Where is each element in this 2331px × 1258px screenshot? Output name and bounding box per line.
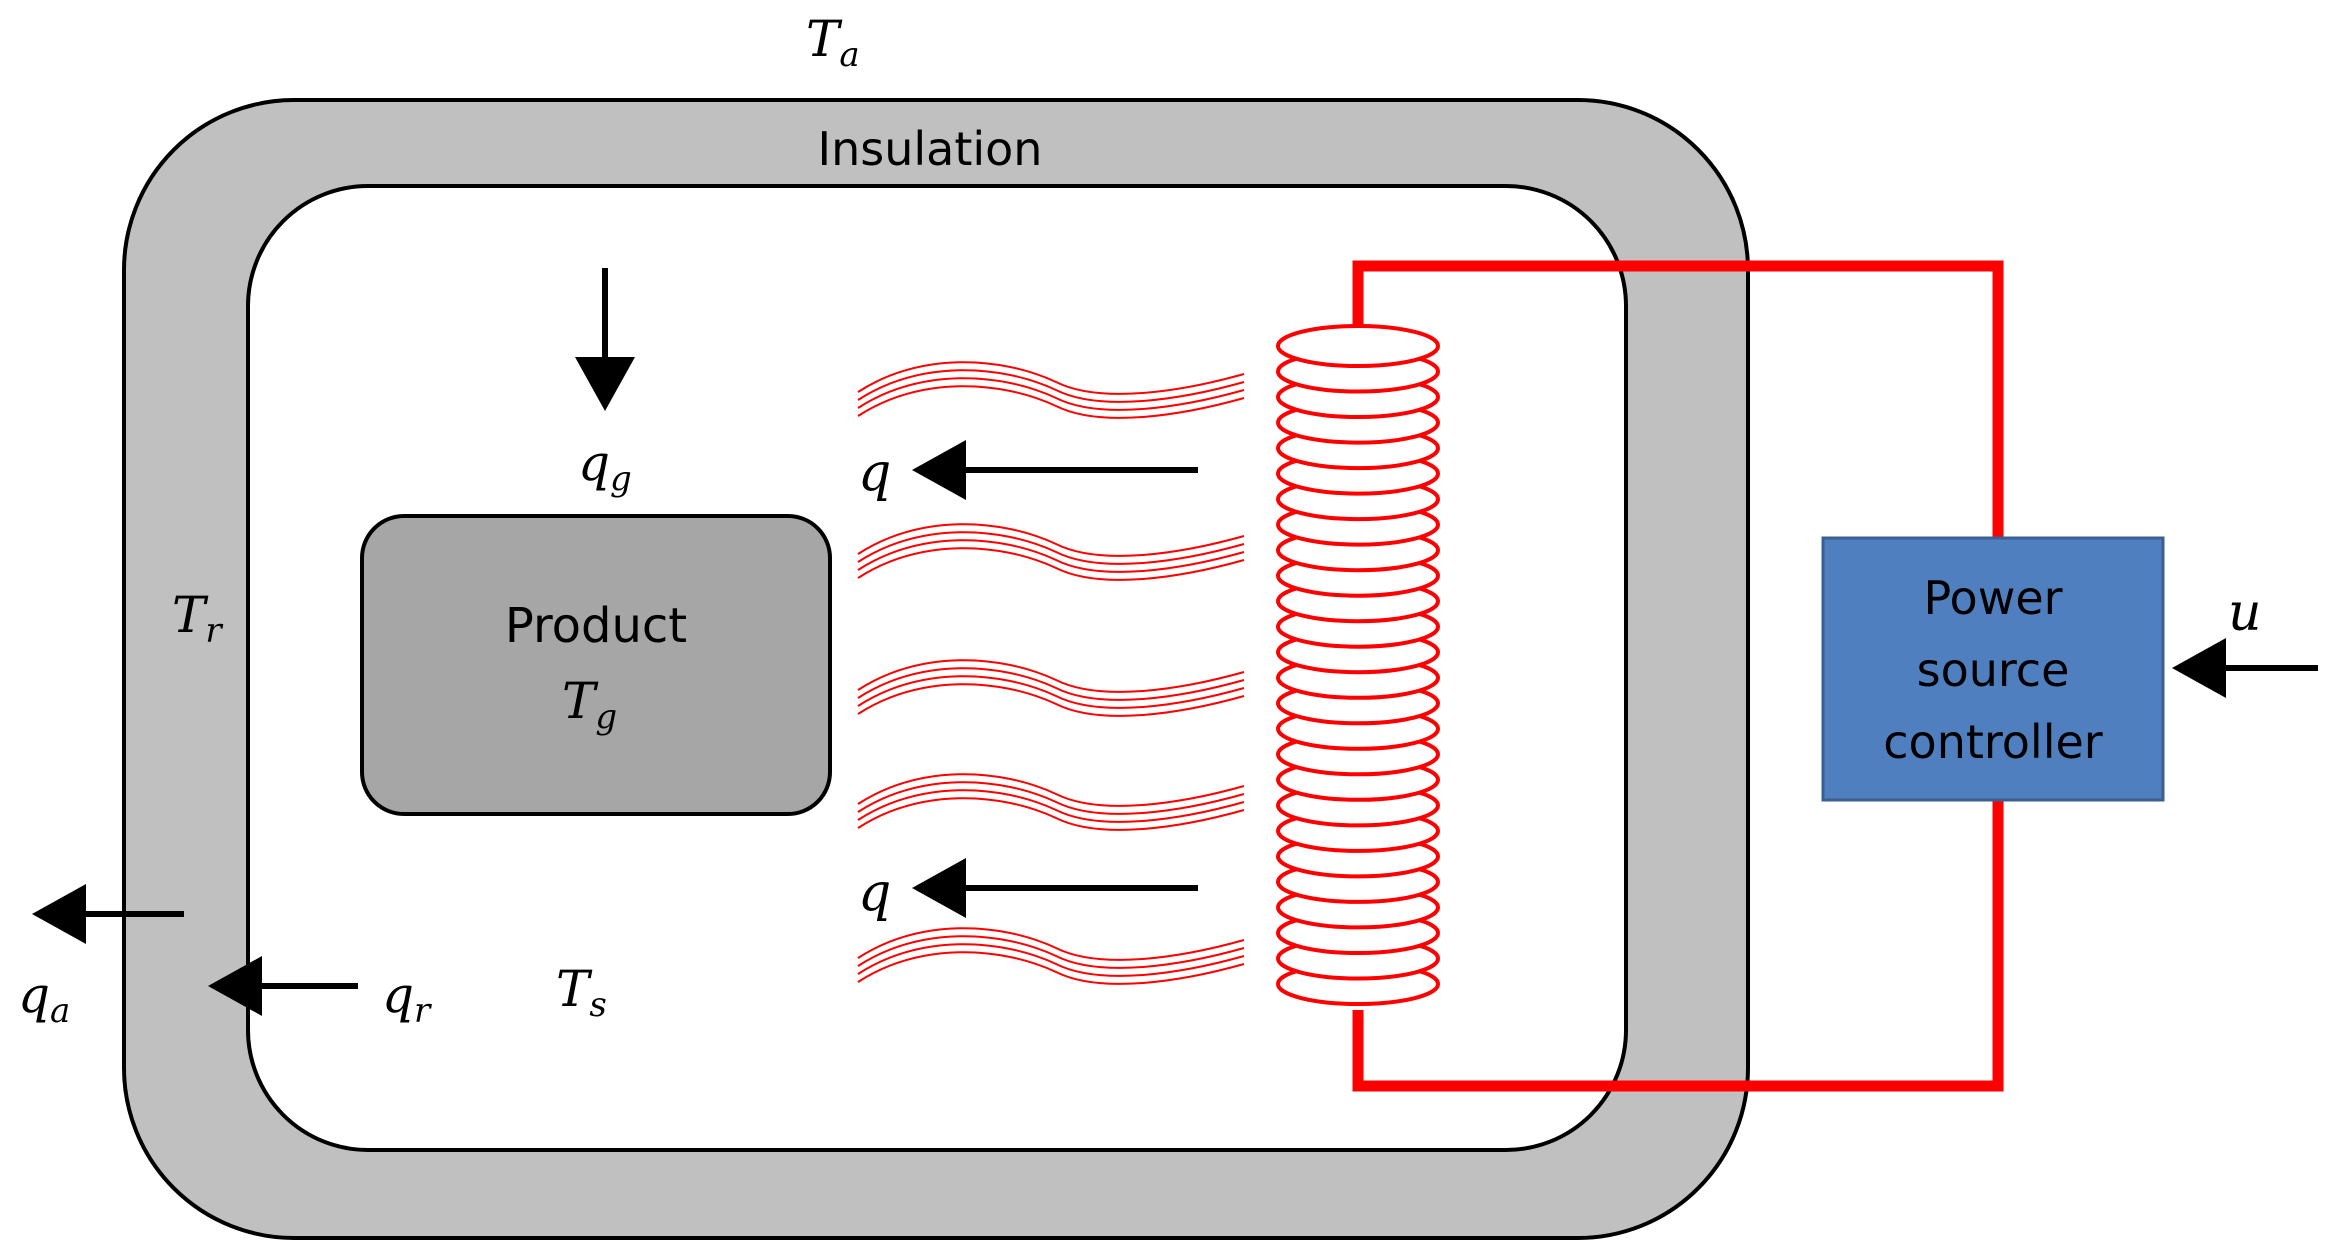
- product-box: [360, 514, 832, 816]
- space-temp-label: Ts: [556, 960, 607, 1025]
- ambient-flux-label: qa: [18, 966, 70, 1031]
- heat-waves: [857, 361, 1245, 985]
- controller-label-line3: controller: [1883, 715, 2103, 769]
- heater-flux-label-top: q: [858, 443, 891, 503]
- ambient-temp-label: Ta: [806, 10, 860, 75]
- coil-turn: [1276, 324, 1440, 368]
- heat-wave: [857, 523, 1245, 581]
- insulation-label: Insulation: [818, 122, 1043, 176]
- controller-label-line2: source: [1917, 643, 2070, 697]
- heat-generation-label: qg: [578, 434, 632, 499]
- product-temp-label: Tg: [562, 672, 617, 737]
- control-input-label: u: [2228, 583, 2262, 643]
- heater-coil: [1276, 324, 1440, 1006]
- wall-temp-label: Tr: [172, 586, 223, 651]
- power-source-controller: [1821, 536, 2165, 802]
- heater-wire: [1352, 260, 2004, 1092]
- heater-flux-label-bottom: q: [858, 863, 891, 923]
- heat-wave: [857, 773, 1245, 831]
- heat-wave: [857, 927, 1245, 985]
- wall-flux-label: qr: [382, 966, 432, 1031]
- heat-wave: [857, 361, 1245, 419]
- controller-label-line1: Power: [1923, 571, 2062, 625]
- heat-wave: [857, 659, 1245, 717]
- product-title: Product: [505, 598, 687, 654]
